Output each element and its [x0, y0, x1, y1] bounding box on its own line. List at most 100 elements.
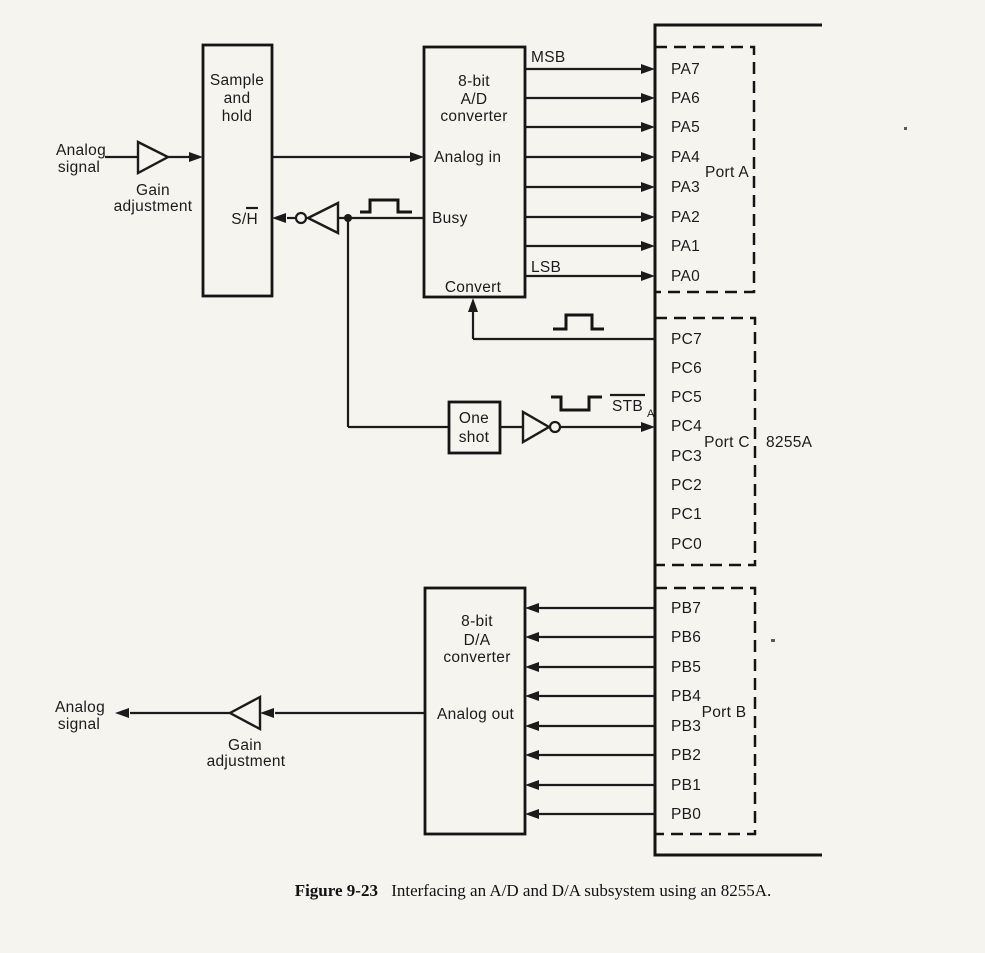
sample-hold-line2: and: [224, 90, 251, 107]
inverter-busy-icon: [305, 201, 340, 235]
analog-out-label-2: signal: [58, 716, 100, 733]
scan-speck-icon: [771, 639, 775, 642]
adc-busy-label: Busy: [432, 210, 468, 227]
gain-out-label-1: Gain: [228, 737, 262, 754]
one-shot-line1: One: [459, 410, 489, 427]
inverter-busy-bubble-icon: [294, 211, 308, 225]
gain-in-label-2: adjustment: [114, 198, 193, 215]
arrowhead-pa5: [641, 122, 655, 132]
one-shot-line2: shot: [459, 429, 490, 446]
adc-to-port-a-wires: [525, 64, 655, 281]
pin-pc0: PC0: [671, 536, 702, 553]
figure-caption-text: Interfacing an A/D and D/A subsystem usi…: [391, 881, 771, 900]
port-a-label: Port A: [705, 164, 749, 181]
analog-in-label-2: signal: [58, 159, 100, 176]
pin-pc6: PC6: [671, 360, 702, 377]
sample-hold-box: [201, 43, 274, 298]
gain-amp-output-icon: [227, 695, 262, 731]
arrowhead-into-adc: [410, 152, 424, 162]
pin-pb3: PB3: [671, 718, 701, 735]
gain-amp-input-icon: [136, 140, 171, 175]
port-b-to-dac-wires: [525, 603, 655, 819]
dac-line1: 8-bit: [461, 613, 493, 630]
sh-input-label: S/H: [231, 211, 258, 228]
analog-out-label-1: Analog: [55, 699, 105, 716]
arrowhead-pa4: [641, 152, 655, 162]
arrowhead-into-sh-control: [272, 213, 286, 223]
dac-box: [423, 586, 527, 836]
arrowhead-pb1: [525, 780, 539, 790]
adc-box: [422, 45, 527, 299]
arrowhead-into-gain-out: [260, 708, 274, 718]
figure-caption-number: Figure 9-23: [295, 881, 378, 900]
pin-pc2: PC2: [671, 477, 702, 494]
pin-pc4: PC4: [671, 418, 702, 435]
inverter-stb-bubble-icon: [548, 420, 562, 434]
stb-subscript: A: [647, 408, 655, 420]
pin-pb4: PB4: [671, 688, 701, 705]
sample-hold-line1: Sample: [210, 72, 264, 89]
adc-line3: converter: [440, 108, 507, 125]
adc-convert-label: Convert: [445, 279, 502, 296]
arrowhead-pb3: [525, 721, 539, 731]
pin-pa2: PA2: [671, 209, 700, 226]
pin-pc3: PC3: [671, 448, 702, 465]
arrowhead-pa6: [641, 93, 655, 103]
pin-pb5: PB5: [671, 659, 701, 676]
arrowhead-pa0: [641, 271, 655, 281]
pin-pc5: PC5: [671, 389, 702, 406]
arrowhead-pb7: [525, 603, 539, 613]
stb-pulse-waveform-icon: [551, 395, 602, 412]
adc-line1: 8-bit: [458, 73, 490, 90]
dac-line3: converter: [443, 649, 510, 666]
stb-label: STB: [612, 398, 643, 415]
arrowhead-pa1: [641, 241, 655, 251]
arrowhead-pb0: [525, 809, 539, 819]
dac-line2: D/A: [464, 632, 491, 649]
gain-out-label-2: adjustment: [207, 753, 286, 770]
pin-pa3: PA3: [671, 179, 700, 196]
arrowhead-into-sample-hold: [189, 152, 203, 162]
port-b-box: [653, 586, 757, 836]
pin-pa4: PA4: [671, 149, 700, 166]
arrowhead-into-convert: [468, 298, 478, 312]
msb-label: MSB: [531, 49, 566, 66]
arrowhead-pb6: [525, 632, 539, 642]
arrowhead-pa3: [641, 182, 655, 192]
pin-pb2: PB2: [671, 747, 701, 764]
pin-pa0: PA0: [671, 268, 700, 285]
inverter-stb-icon: [521, 409, 552, 445]
figure-caption: Figure 9-23 Interfacing an A/D and D/A s…: [295, 881, 772, 900]
gain-in-label-1: Gain: [136, 182, 170, 199]
adc-line2: A/D: [461, 91, 488, 108]
arrowhead-into-pc4: [641, 422, 655, 432]
pin-pb6: PB6: [671, 629, 701, 646]
port-b-label: Port B: [702, 704, 747, 721]
pin-pa1: PA1: [671, 238, 700, 255]
pin-pb7: PB7: [671, 600, 701, 617]
sample-hold-line3: hold: [222, 108, 253, 125]
pin-pa5: PA5: [671, 119, 700, 136]
pin-pa7: PA7: [671, 61, 700, 78]
arrowhead-pb4: [525, 691, 539, 701]
pin-pb1: PB1: [671, 777, 701, 794]
pin-pc7: PC7: [671, 331, 702, 348]
arrowhead-analog-out: [115, 708, 129, 718]
analog-in-label-1: Analog: [56, 142, 106, 159]
busy-pulse-waveform-icon: [360, 198, 412, 214]
chip-name-label: 8255A: [766, 434, 813, 451]
arrowhead-pa7: [641, 64, 655, 74]
arrowhead-pb5: [525, 662, 539, 672]
adc-analog-in-label: Analog in: [434, 149, 501, 166]
dac-analog-out-label: Analog out: [437, 706, 515, 723]
pin-pb0: PB0: [671, 806, 701, 823]
arrowhead-pa2: [641, 212, 655, 222]
scan-speck-icon: [904, 127, 907, 130]
lsb-label: LSB: [531, 259, 561, 276]
pin-pc1: PC1: [671, 506, 702, 523]
pin-pa6: PA6: [671, 90, 700, 107]
port-c-label: Port C: [704, 434, 750, 451]
arrowhead-pb2: [525, 750, 539, 760]
